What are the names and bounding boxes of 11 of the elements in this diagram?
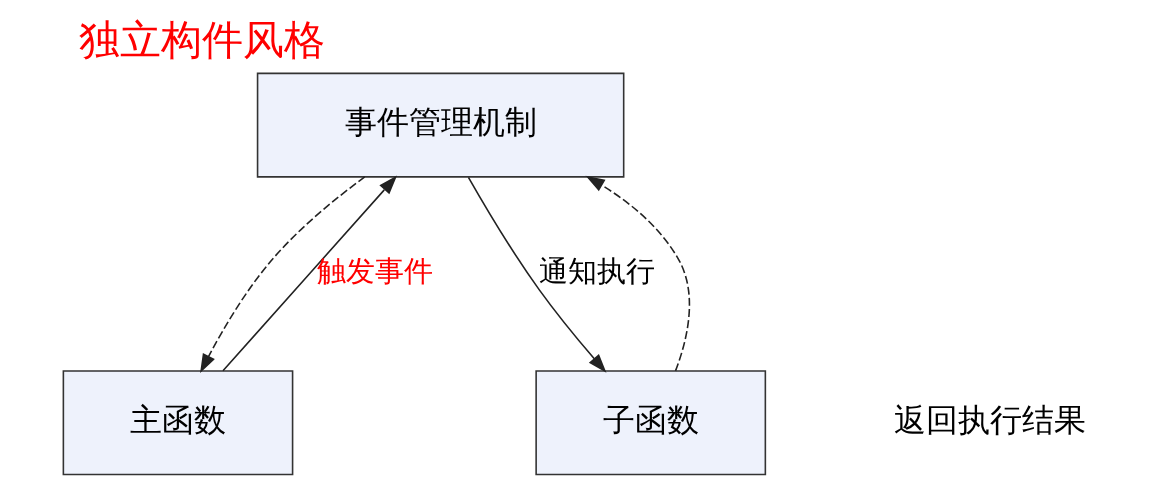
node-box: 子函数 xyxy=(534,370,766,476)
arrow xyxy=(221,175,397,372)
edge-label: 通知执行 xyxy=(538,253,655,288)
node-box: 事件管理机制 xyxy=(256,72,624,178)
diagram-title: 独立构件风格 xyxy=(78,15,325,64)
node-box: 主函数 xyxy=(62,370,293,476)
edge-label: 触发事件 xyxy=(316,253,433,288)
arrow xyxy=(199,176,366,374)
label: 返回执行结果 xyxy=(893,400,1086,439)
arrow xyxy=(585,175,690,372)
arrow xyxy=(467,176,606,373)
